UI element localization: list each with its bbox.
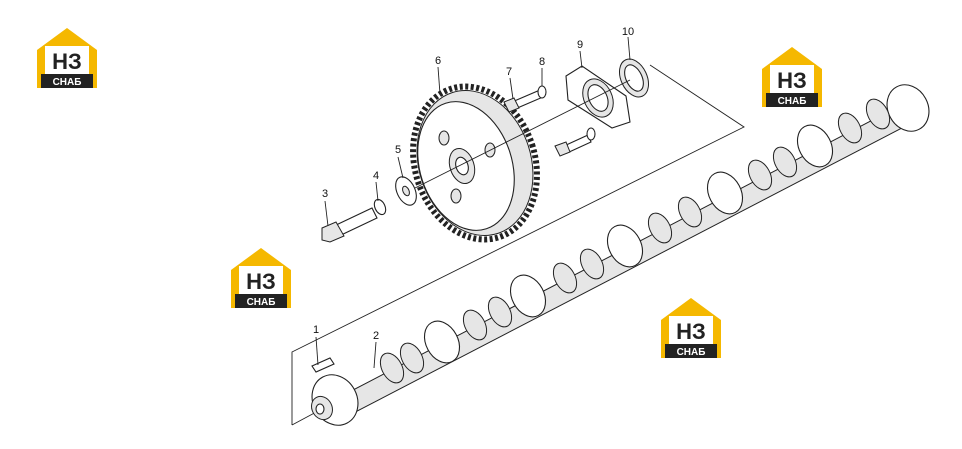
- seal-ring: [618, 58, 650, 98]
- callout-7: 7: [506, 66, 512, 78]
- camshaft-gear: [410, 83, 540, 243]
- brand-logo-bottom-right: НЗ СНАБ: [661, 298, 721, 358]
- logo-word: СНАБ: [53, 77, 82, 88]
- callout-6: 6: [435, 55, 441, 67]
- gear-bolt: [321, 207, 378, 243]
- callout-8: 8: [539, 56, 545, 68]
- camshaft-lobes: [379, 98, 891, 384]
- bolt-washer-lower: [586, 127, 596, 141]
- thrust-plate: [565, 65, 631, 129]
- thrust-plate-bolt-upper: [503, 89, 544, 113]
- callout-2: 2: [373, 330, 379, 342]
- callout-3: 3: [322, 188, 328, 200]
- bolt-washer-upper: [537, 85, 547, 99]
- brand-logo-top-right: НЗ СНАБ: [762, 47, 822, 107]
- thrust-washer: [395, 176, 417, 206]
- logo-word: СНАБ: [677, 347, 706, 358]
- camshaft: [311, 84, 930, 426]
- callout-4: 4: [373, 170, 379, 182]
- callout-1: 1: [313, 324, 319, 336]
- logo-letters: НЗ: [246, 269, 276, 294]
- brand-logo-middle-left: НЗ СНАБ: [231, 248, 291, 308]
- logo-letters: НЗ: [676, 319, 706, 344]
- logo-letters: НЗ: [52, 49, 82, 74]
- callout-10: 10: [622, 26, 634, 38]
- logo-word: СНАБ: [247, 297, 276, 308]
- callout-9: 9: [577, 39, 583, 51]
- lock-washer: [373, 198, 387, 216]
- callout-5: 5: [395, 144, 401, 156]
- leader-lines: [315, 36, 631, 369]
- thrust-plate-bolt-lower: [554, 134, 592, 157]
- woodruff-key: [311, 357, 335, 373]
- logo-word: СНАБ: [778, 96, 807, 107]
- assembly-frame: [291, 64, 745, 425]
- brand-logo-top-left: НЗ СНАБ: [37, 28, 97, 88]
- camshaft-journals: [423, 124, 834, 364]
- logo-letters: НЗ: [777, 68, 807, 93]
